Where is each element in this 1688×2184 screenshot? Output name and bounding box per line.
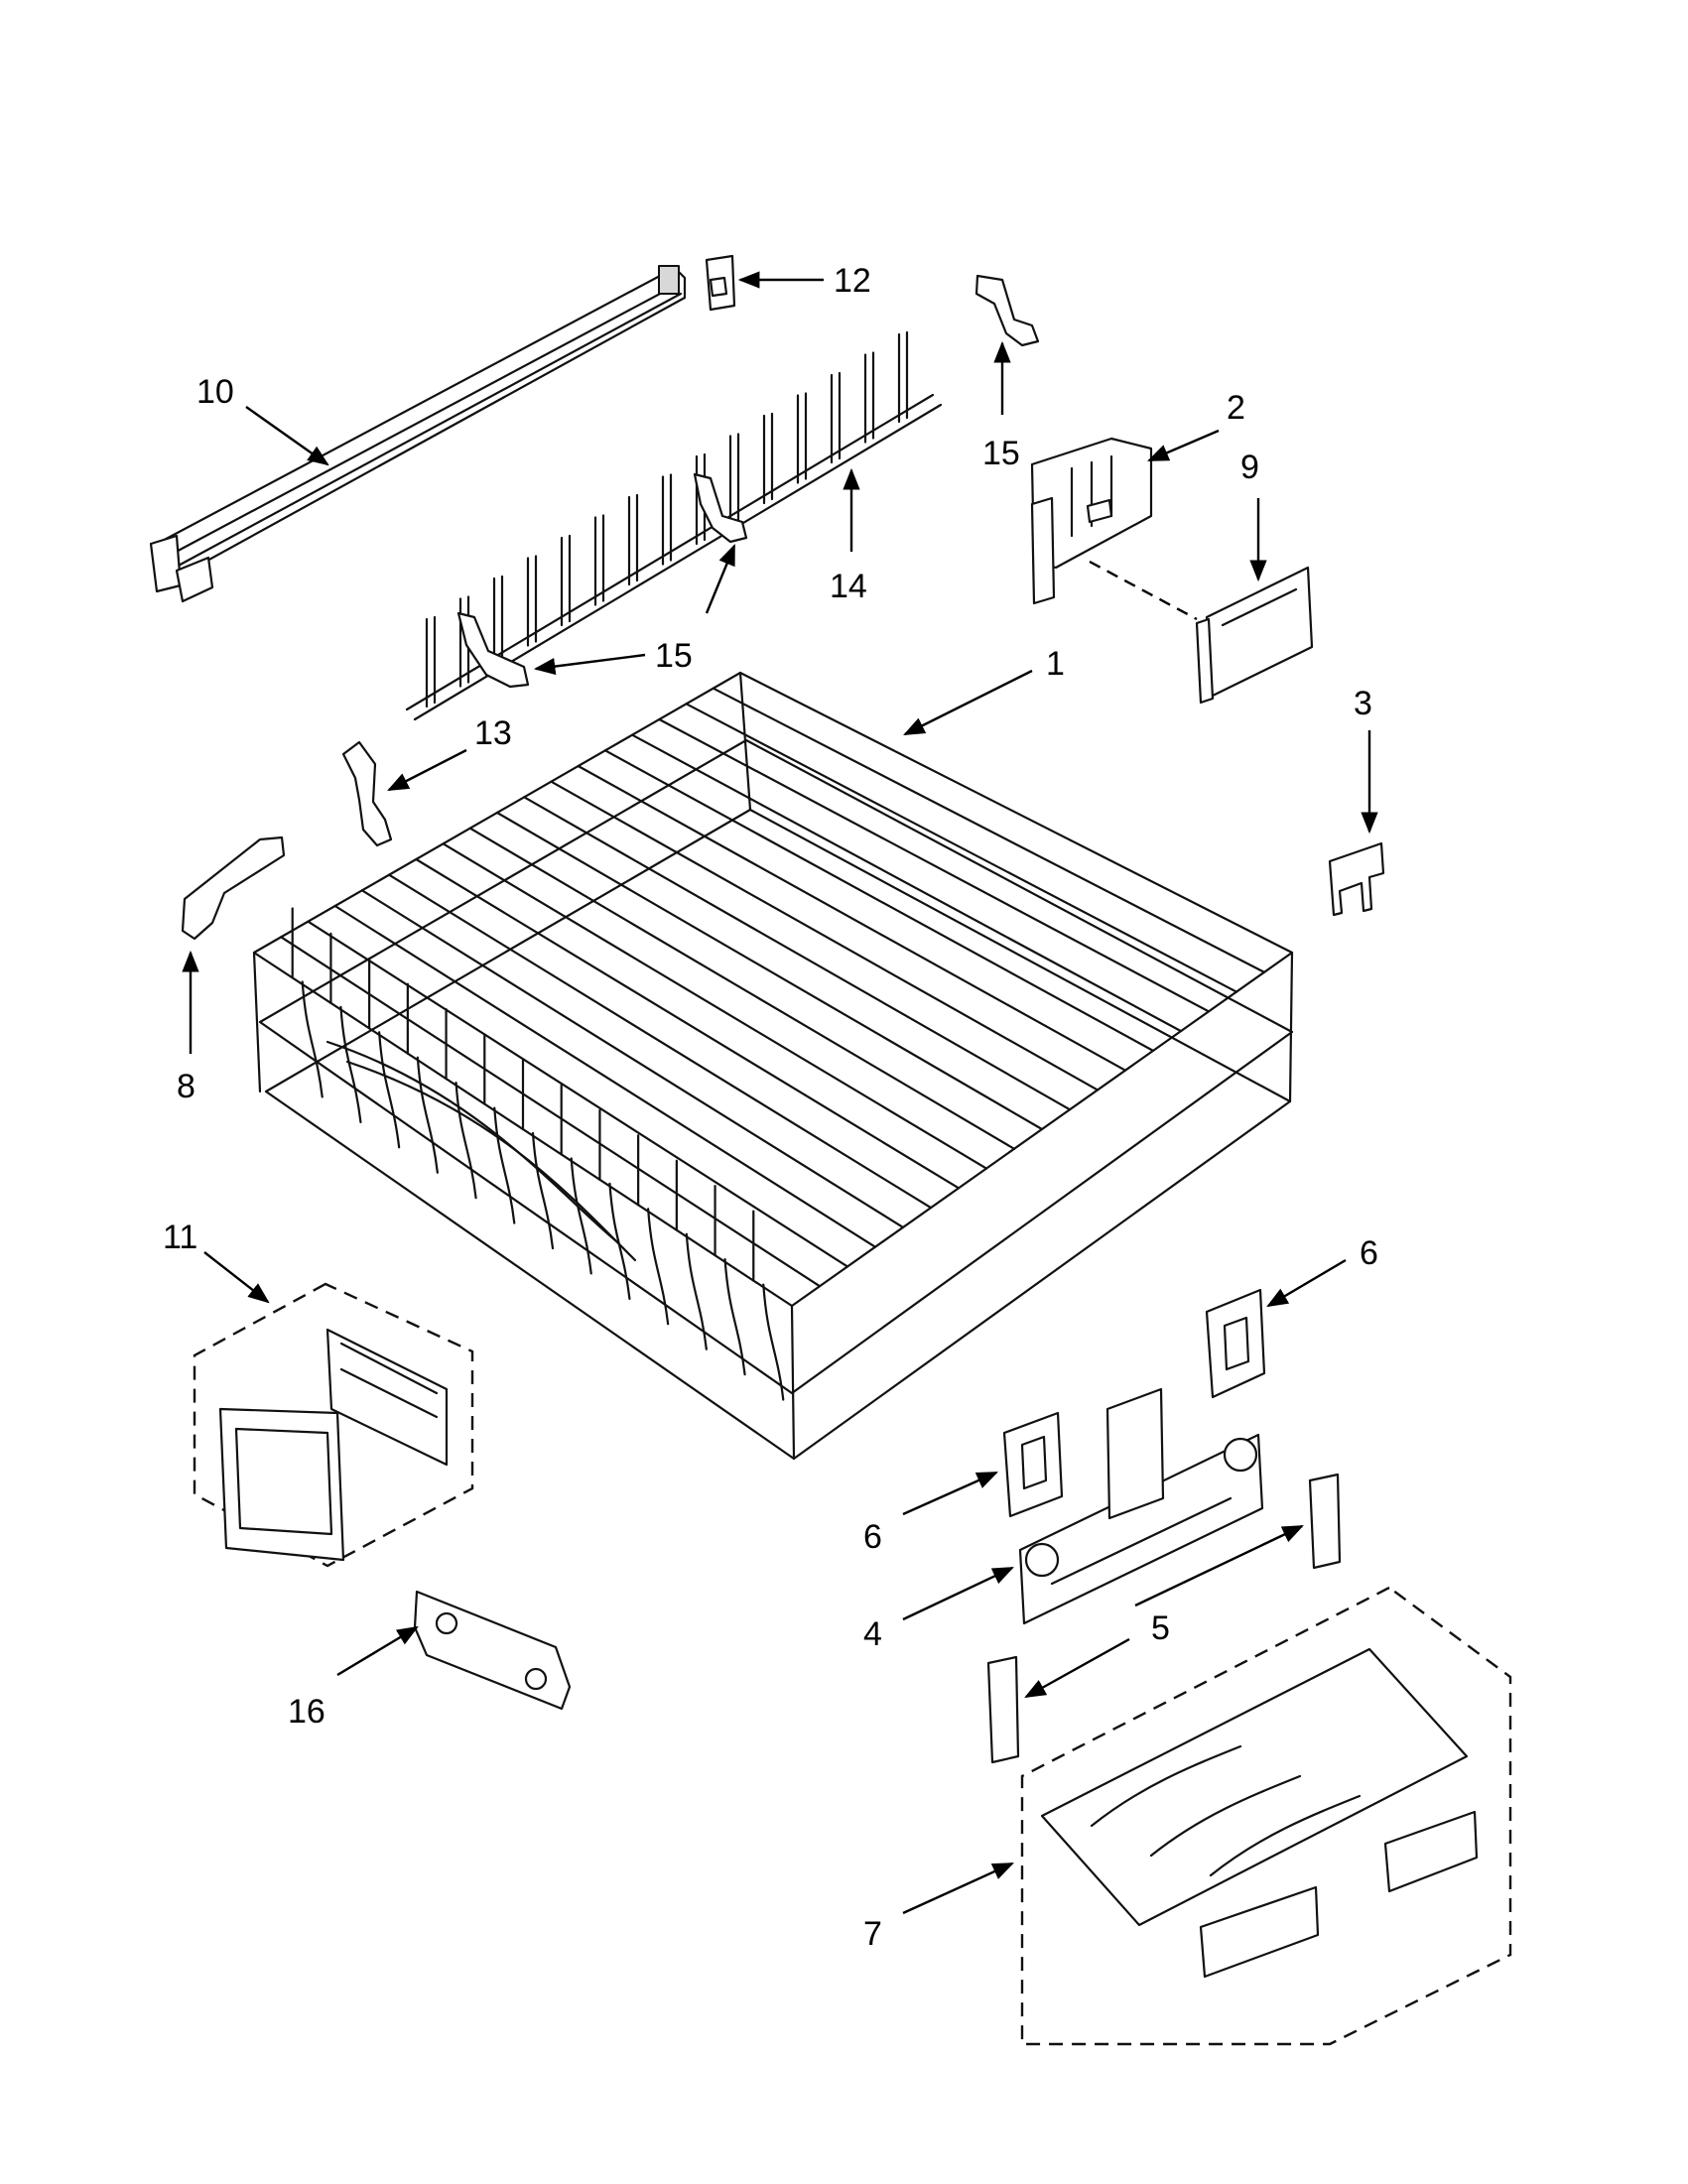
callout-15a: 15 bbox=[982, 435, 1020, 472]
part-12-clip[interactable] bbox=[705, 254, 736, 312]
callout-2: 2 bbox=[1227, 389, 1245, 427]
part-11-handle-group[interactable] bbox=[193, 1282, 474, 1568]
part-9-panel[interactable] bbox=[1089, 560, 1314, 705]
part-5-stop-left[interactable] bbox=[986, 1655, 1020, 1764]
part-3-clip[interactable] bbox=[1328, 841, 1385, 917]
callout-5: 5 bbox=[1151, 1609, 1170, 1647]
callout-6a: 6 bbox=[1360, 1234, 1378, 1272]
part-16-latch[interactable] bbox=[413, 1590, 572, 1711]
part-5-stop-right[interactable] bbox=[1308, 1473, 1342, 1570]
callout-6b: 6 bbox=[863, 1518, 882, 1556]
callout-labels: 1 2 3 4 5 6 6 7 8 9 10 11 12 13 14 15 15… bbox=[163, 262, 1378, 1953]
part-7-tray-kit[interactable] bbox=[1020, 1586, 1512, 2046]
part-4-adjuster[interactable] bbox=[1018, 1387, 1264, 1625]
part-6-clip-upper[interactable] bbox=[1205, 1288, 1266, 1399]
part-13-arm[interactable] bbox=[341, 740, 393, 847]
part-15-clip-tine-left[interactable] bbox=[456, 611, 530, 689]
part-15-clip-upper[interactable] bbox=[974, 274, 1040, 347]
part-1-upper-rack[interactable] bbox=[252, 671, 1294, 1461]
part-8-lever[interactable] bbox=[181, 835, 286, 941]
part-15-clip-tine-right[interactable] bbox=[693, 472, 748, 544]
part-2-bracket[interactable] bbox=[1030, 437, 1153, 605]
leader-lines bbox=[182, 271, 1378, 1915]
callout-1: 1 bbox=[1046, 645, 1065, 683]
callout-15b: 15 bbox=[655, 637, 693, 675]
callout-12: 12 bbox=[834, 262, 871, 300]
callout-3: 3 bbox=[1354, 685, 1372, 722]
callout-9: 9 bbox=[1240, 449, 1259, 486]
callout-14: 14 bbox=[830, 568, 867, 605]
callout-8: 8 bbox=[177, 1068, 195, 1105]
callout-4: 4 bbox=[863, 1615, 882, 1653]
part-10-rail[interactable] bbox=[149, 265, 687, 603]
callout-16: 16 bbox=[288, 1693, 325, 1731]
callout-10: 10 bbox=[196, 373, 234, 411]
callout-11: 11 bbox=[163, 1219, 197, 1256]
callout-7: 7 bbox=[863, 1915, 882, 1953]
part-6-clip-lower[interactable] bbox=[1002, 1411, 1064, 1518]
callout-13: 13 bbox=[474, 714, 512, 752]
